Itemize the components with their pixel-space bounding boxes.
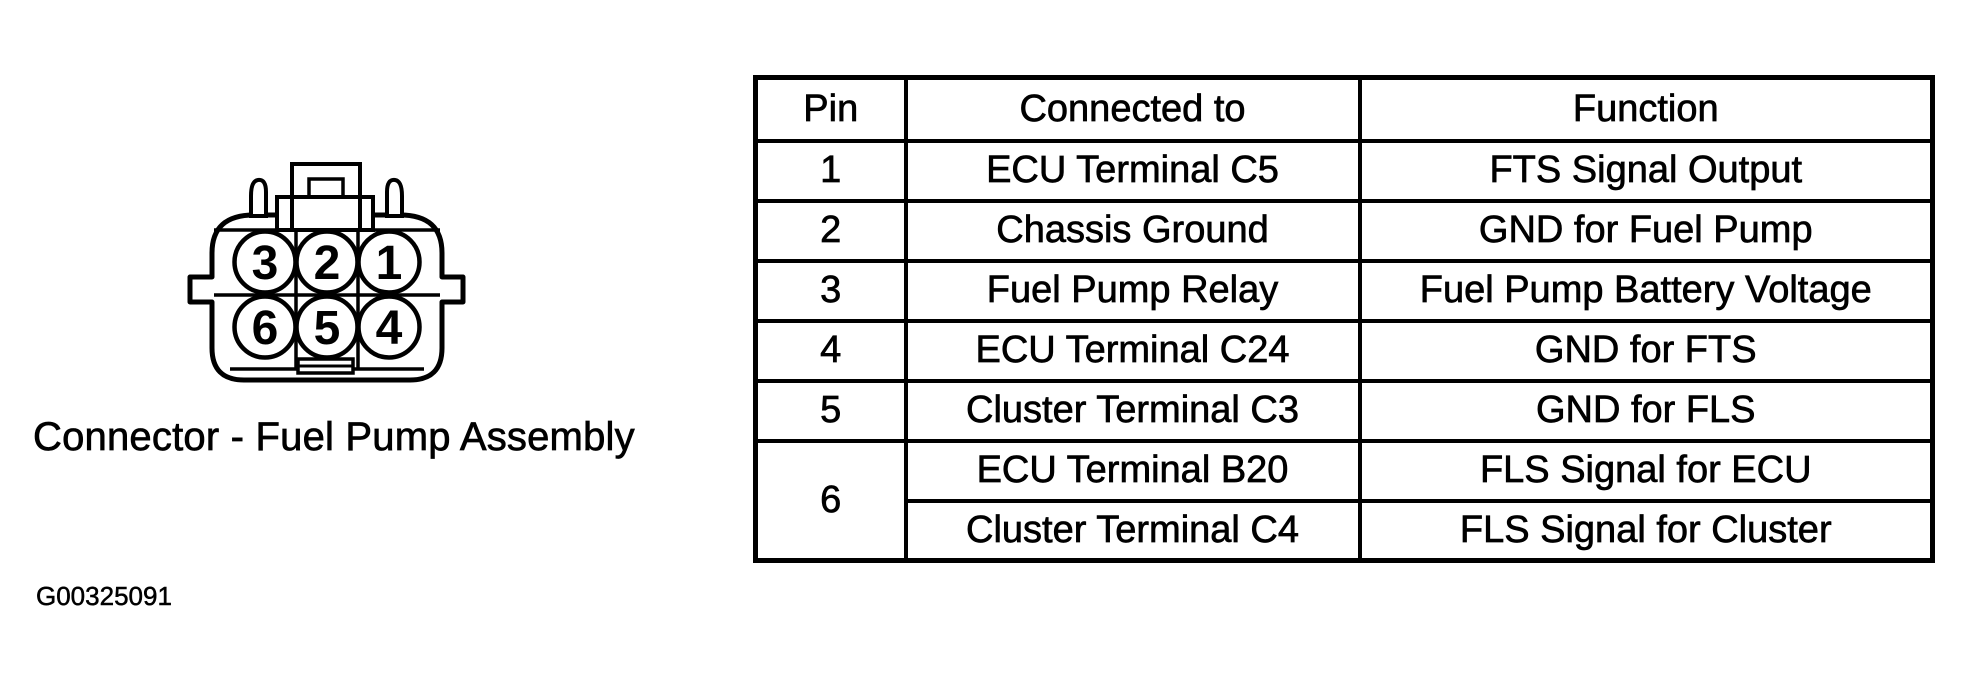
connected-to-cell: ECU Terminal B20 — [903, 438, 1362, 503]
connector-housing-outline — [187, 212, 466, 383]
table-row: Cluster Terminal C4 FLS Signal for Clust… — [756, 498, 1935, 563]
pin-cell: 4 — [753, 318, 908, 383]
table-row: 5 Cluster Terminal C3 GND for FLS — [753, 378, 1935, 443]
diagram-caption: Connector - Fuel Pump Assembly — [33, 415, 635, 460]
pin-number: 2 — [314, 237, 341, 290]
connected-to-cell: Chassis Ground — [903, 198, 1362, 263]
connector-pin-cavities: 3 2 1 6 5 4 — [232, 229, 422, 360]
table-row: 3 Fuel Pump Relay Fuel Pump Battery Volt… — [753, 258, 1935, 323]
pin-number: 6 — [252, 302, 279, 355]
col-header-function: Function — [1357, 75, 1935, 143]
connected-to-cell: ECU Terminal C24 — [903, 318, 1362, 383]
table-row: 4 ECU Terminal C24 GND for FTS — [753, 318, 1935, 383]
pin-cell: 3 — [753, 258, 908, 323]
connector-latch-slot — [307, 177, 345, 199]
function-cell: GND for FLS — [1357, 378, 1935, 443]
fuel-pump-connector-diagram: 3 2 1 6 5 4 — [187, 162, 466, 383]
connector-right-ear — [385, 177, 404, 218]
connected-to-cell: Cluster Terminal C3 — [903, 378, 1362, 443]
connector-left-ear — [249, 177, 268, 218]
col-header-pin: Pin — [753, 75, 908, 143]
connected-to-cell: Fuel Pump Relay — [903, 258, 1362, 323]
function-cell: FTS Signal Output — [1357, 138, 1935, 203]
pin-cavity — [356, 229, 422, 295]
pin-cell-merged: 6 — [753, 438, 908, 563]
figure-code: G00325091 — [36, 581, 172, 612]
pin-cell: 5 — [753, 378, 908, 443]
function-cell: FLS Signal for Cluster — [1357, 498, 1935, 563]
function-cell: GND for FTS — [1357, 318, 1935, 383]
table-row: 2 Chassis Ground GND for Fuel Pump — [753, 198, 1935, 263]
table-header-row: Pin Connected to Function — [753, 75, 1935, 143]
col-header-connected-to: Connected to — [903, 75, 1362, 143]
table-row: 6 ECU Terminal B20 FLS Signal for ECU — [753, 438, 1935, 563]
function-cell: GND for Fuel Pump — [1357, 198, 1935, 263]
pin-function-table: Pin Connected to Function 1 ECU Terminal… — [753, 75, 1935, 563]
table-row: 1 ECU Terminal C5 FTS Signal Output — [753, 138, 1935, 203]
pin-number: 4 — [376, 302, 403, 355]
connector-bottom-tab — [296, 357, 355, 375]
connected-to-cell: ECU Terminal C5 — [903, 138, 1362, 203]
function-cell: Fuel Pump Battery Voltage — [1357, 258, 1935, 323]
connected-to-cell: Cluster Terminal C4 — [903, 498, 1362, 563]
pin-number: 5 — [314, 302, 341, 355]
pin-number: 3 — [252, 237, 279, 290]
pin-cavity — [356, 294, 422, 360]
pin-cell: 2 — [753, 198, 908, 263]
pin-number: 1 — [376, 237, 403, 290]
pin-cell: 1 — [753, 138, 908, 203]
function-cell: FLS Signal for ECU — [1357, 438, 1935, 503]
